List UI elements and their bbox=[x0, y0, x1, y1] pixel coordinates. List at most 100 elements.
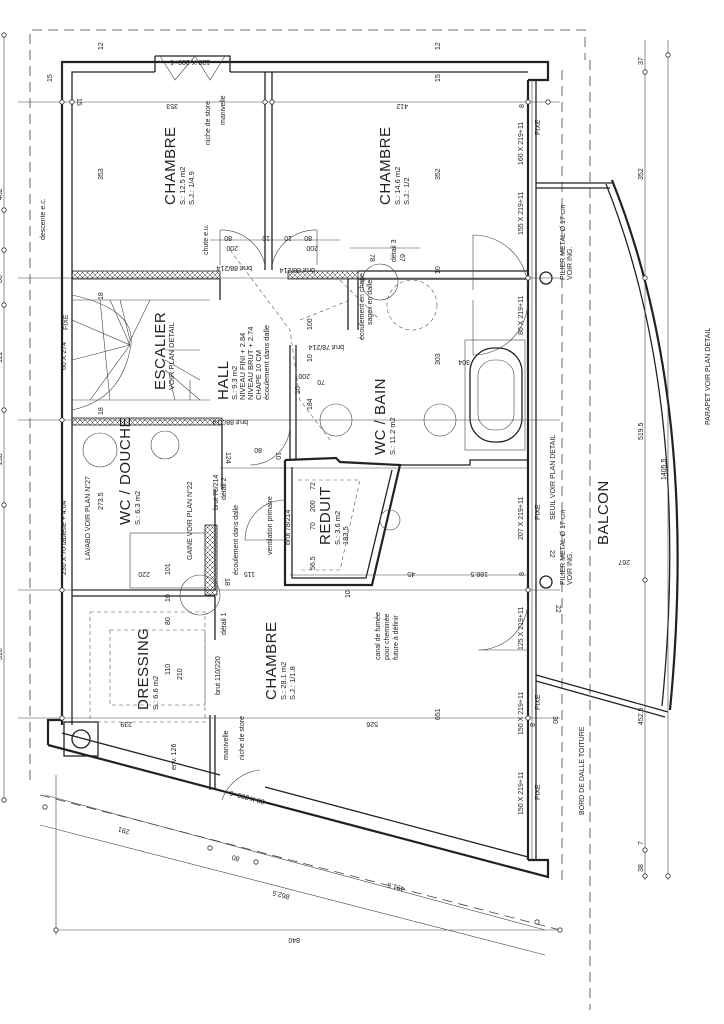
svg-text:BALCON: BALCON bbox=[595, 480, 612, 545]
svg-text:CHAMBRE: CHAMBRE bbox=[377, 126, 394, 205]
svg-text:pour cheminée: pour cheminée bbox=[384, 614, 391, 660]
svg-text:détail 1: détail 1 bbox=[221, 612, 228, 635]
annotations: descente e.c. niche de store manivelle c… bbox=[40, 95, 712, 815]
svg-text:519.5: 519.5 bbox=[638, 422, 645, 440]
svg-text:80: 80 bbox=[254, 446, 262, 453]
exterior-walls bbox=[46, 55, 550, 879]
svg-text:8: 8 bbox=[528, 723, 535, 727]
svg-text:352: 352 bbox=[435, 168, 442, 180]
room-hall: HALL S.: 9.3 m2 NIVEAU FINI + 2.84 NIVEA… bbox=[215, 325, 271, 400]
svg-text:S.J.: 1/1.8: S.J.: 1/1.8 bbox=[288, 666, 297, 700]
svg-text:NIVEAU FINI + 2.84: NIVEAU FINI + 2.84 bbox=[238, 333, 247, 400]
svg-text:S.: 12.5 m2: S.: 12.5 m2 bbox=[178, 167, 187, 205]
svg-text:160 X 219+11: 160 X 219+11 bbox=[518, 122, 525, 165]
svg-text:115: 115 bbox=[244, 570, 255, 577]
svg-text:491.5: 491.5 bbox=[387, 881, 406, 892]
svg-text:70: 70 bbox=[317, 378, 325, 385]
svg-text:110: 110 bbox=[165, 664, 172, 675]
svg-text:brut 78/214: brut 78/214 bbox=[308, 343, 344, 350]
room-chambre-1: CHAMBRE S.: 12.5 m2 S.J.: 1/4.9 bbox=[162, 126, 196, 205]
svg-text:353: 353 bbox=[166, 102, 178, 109]
svg-text:184: 184 bbox=[307, 398, 314, 410]
svg-text:78: 78 bbox=[368, 254, 375, 262]
svg-text:8: 8 bbox=[519, 104, 526, 108]
svg-text:env. 126: env. 126 bbox=[171, 744, 178, 770]
svg-text:S.J.: 1/4.9: S.J.: 1/4.9 bbox=[187, 171, 196, 205]
svg-text:1405.5: 1405.5 bbox=[661, 458, 668, 480]
svg-text:détail 2: détail 2 bbox=[221, 477, 228, 500]
svg-text:CHAPE 10 CM: CHAPE 10 CM bbox=[254, 350, 263, 400]
svg-text:LAVABO VOIR PLAN N°27: LAVABO VOIR PLAN N°27 bbox=[84, 476, 92, 560]
svg-text:10: 10 bbox=[284, 234, 292, 241]
svg-text:7: 7 bbox=[638, 841, 645, 845]
svg-text:183.5: 183.5 bbox=[341, 526, 350, 545]
svg-text:210: 210 bbox=[177, 668, 184, 680]
svg-text:brut 88/214: brut 88/214 bbox=[279, 266, 315, 273]
svg-text:S.J.: 1/2: S.J.: 1/2 bbox=[402, 177, 411, 205]
svg-text:273.5: 273.5 bbox=[98, 492, 105, 510]
svg-text:brut 88/214: brut 88/214 bbox=[216, 264, 252, 271]
svg-text:412: 412 bbox=[396, 102, 408, 109]
svg-text:230 X 70 tablette + 4.04: 230 X 70 tablette + 4.04 bbox=[61, 500, 68, 575]
svg-text:GAINE VOIR PLAN N°22: GAINE VOIR PLAN N°22 bbox=[186, 481, 194, 560]
svg-text:239: 239 bbox=[120, 720, 132, 727]
svg-text:ESCALIER: ESCALIER bbox=[152, 312, 169, 390]
svg-text:CHAMBRE: CHAMBRE bbox=[162, 126, 179, 205]
svg-text:écoulement dans dalle: écoulement dans dalle bbox=[262, 325, 271, 400]
svg-text:FIXE: FIXE bbox=[535, 694, 542, 710]
svg-text:303: 303 bbox=[435, 353, 442, 365]
svg-text:REDUIT: REDUIT bbox=[317, 486, 334, 545]
svg-text:10: 10 bbox=[435, 266, 442, 274]
svg-text:188.5: 188.5 bbox=[470, 570, 488, 577]
svg-text:30: 30 bbox=[551, 716, 558, 724]
svg-text:352: 352 bbox=[638, 168, 645, 180]
room-labels: CHAMBRE S.: 12.5 m2 S.J.: 1/4.9 CHAMBRE … bbox=[117, 126, 612, 710]
svg-text:18: 18 bbox=[98, 292, 105, 300]
svg-text:canal de fumée: canal de fumée bbox=[375, 612, 382, 660]
svg-text:brut 78/214: brut 78/214 bbox=[285, 509, 292, 545]
staircase bbox=[71, 294, 210, 411]
svg-text:CHAMBRE: CHAMBRE bbox=[263, 621, 280, 700]
svg-text:FIXE: FIXE bbox=[63, 314, 70, 330]
svg-text:8: 8 bbox=[519, 572, 526, 576]
svg-text:452.5: 452.5 bbox=[638, 707, 645, 725]
svg-text:353: 353 bbox=[98, 168, 105, 180]
svg-text:brut 88/214: brut 88/214 bbox=[212, 418, 248, 425]
svg-text:462: 462 bbox=[0, 188, 4, 200]
svg-text:80: 80 bbox=[224, 234, 232, 241]
svg-text:72: 72 bbox=[310, 482, 317, 490]
room-chambre-2: CHAMBRE S.: 14.6 m2 S.J.: 1/2 bbox=[377, 126, 411, 205]
svg-text:70: 70 bbox=[310, 522, 317, 530]
svg-text:150 X 219+11: 150 X 219+11 bbox=[518, 772, 525, 815]
svg-text:200: 200 bbox=[298, 372, 310, 379]
svg-text:S.: 11.2 m2: S.: 11.2 m2 bbox=[388, 417, 397, 455]
svg-text:80: 80 bbox=[304, 234, 312, 241]
svg-text:ventilation primaire: ventilation primaire bbox=[267, 496, 274, 555]
svg-text:DRESSING: DRESSING bbox=[135, 628, 152, 710]
svg-text:chute e.u.: chute e.u. bbox=[203, 224, 210, 255]
svg-text:10: 10 bbox=[307, 354, 314, 362]
svg-text:15: 15 bbox=[435, 74, 442, 82]
svg-text:60: 60 bbox=[0, 275, 4, 283]
svg-text:10: 10 bbox=[262, 234, 270, 241]
room-wc-douche: WC / DOUCHE S.: 6.3 m2 bbox=[117, 417, 142, 525]
svg-text:155 X 219+11: 155 X 219+11 bbox=[518, 192, 525, 235]
svg-text:200: 200 bbox=[226, 244, 238, 251]
svg-text:écoulement en chape: écoulement en chape bbox=[359, 273, 366, 340]
svg-text:FIXE: FIXE bbox=[535, 119, 542, 135]
svg-text:brut 78/214: brut 78/214 bbox=[213, 474, 220, 510]
room-chambre-3: CHAMBRE S.: 28.1 m2 S.J.: 1/1.8 bbox=[263, 621, 297, 700]
door-swings bbox=[159, 55, 529, 801]
svg-text:207 X 219+11: 207 X 219+11 bbox=[518, 497, 525, 540]
pillar-icon bbox=[539, 575, 553, 589]
room-dressing: DRESSING S.: 6.6 m2 bbox=[135, 628, 160, 710]
svg-text:80: 80 bbox=[231, 853, 240, 862]
svg-text:316: 316 bbox=[0, 648, 4, 660]
svg-text:200: 200 bbox=[310, 500, 317, 512]
svg-text:12: 12 bbox=[435, 42, 442, 50]
svg-text:manivelle: manivelle bbox=[220, 95, 227, 125]
svg-text:BORD DE DALLE TOITURE: BORD DE DALLE TOITURE bbox=[579, 726, 586, 815]
svg-text:122: 122 bbox=[0, 351, 4, 363]
svg-text:60 X 274: 60 X 274 bbox=[61, 342, 68, 370]
